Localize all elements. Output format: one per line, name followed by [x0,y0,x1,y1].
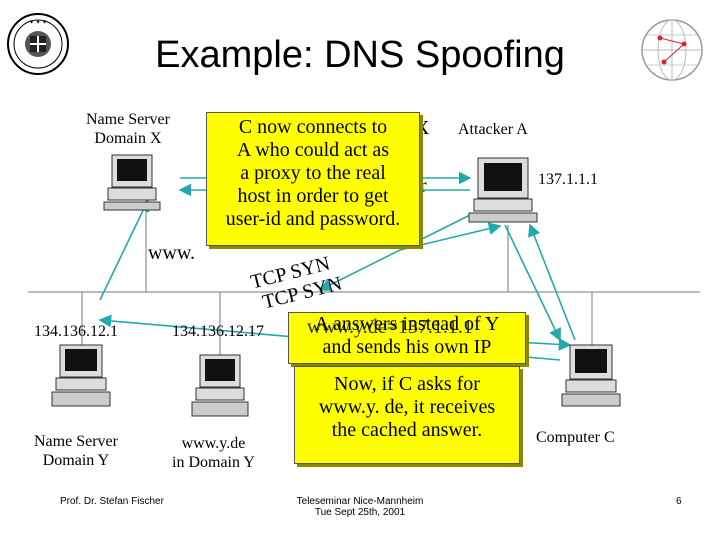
computer-ns-y-icon [51,344,111,407]
university-seal-logo: ✦ ✦ ✦ [7,13,69,75]
svg-text:✦ ✦ ✦: ✦ ✦ ✦ [29,19,47,26]
arrow-ns-y-to-ns-x [99,198,149,301]
slide-title: Example: DNS Spoofing [155,34,565,76]
attacker-label: Attacker A [458,121,528,138]
message-box-answer: www.y.de=137.1.1.1 A answers instead of … [288,312,526,364]
arrow-c-to-attacker [528,223,576,341]
arrow-spoof-reply [318,214,471,291]
arrow-tcp-syn [399,222,502,251]
ns-y-ip-label: 134.136.12.1 [34,323,118,340]
message-box-proxy: C now connects to A who could act as a p… [206,112,420,246]
host-y-ip-label: 134.136.12.17 [172,323,264,340]
footer-event: Teleseminar Nice-Mannheim Tue Sept 25th,… [296,496,424,518]
computer-host-y-icon [191,354,249,417]
computer-c-label: Computer C [536,429,615,446]
ns-x-label: Name Server Domain X [86,111,170,147]
attacker-ip-label: 137.1.1.1 [538,171,598,188]
footer-author: Prof. Dr. Stefan Fischer [60,496,164,507]
arrow-attacker-to-c [504,224,561,342]
label-answer-fragment: www.y.de=137.1.1.1 [307,316,473,338]
ns-y-label: Name Server Domain Y [34,433,118,469]
computer-attacker-icon [468,157,538,223]
globe-logo [641,19,703,81]
footer-page-number: 6 [676,496,682,507]
message-box-cache: Now, if C asks for www.y. de, it receive… [294,366,520,464]
host-y-label: www.y.de in Domain Y [172,435,255,471]
computer-ns-x-icon [103,154,161,211]
computer-c-icon [561,344,621,407]
label-www-fragment: www. [148,242,196,264]
label-r-fragment: r [420,175,427,197]
